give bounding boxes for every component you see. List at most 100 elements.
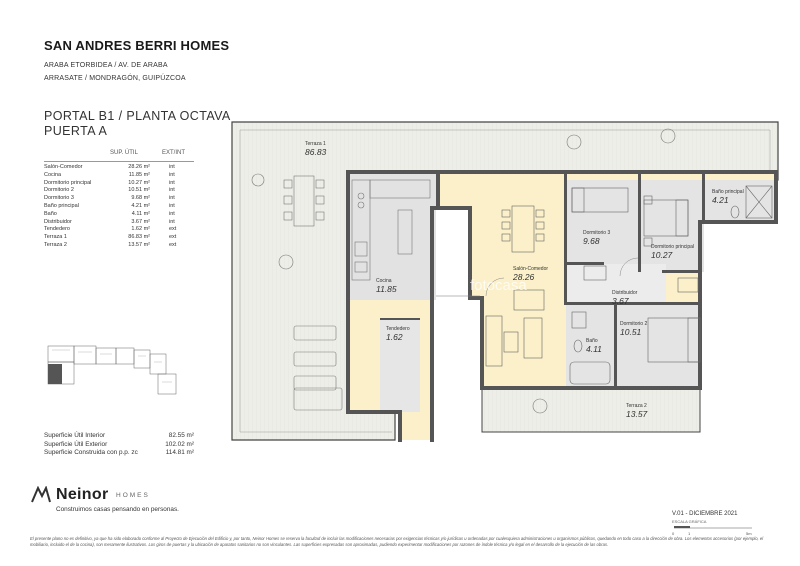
room-area-label: 3.67: [612, 296, 629, 306]
areas-table: SUP. ÚTIL EXT/INT Salón-Comedor 28.26 m² i…: [44, 150, 194, 250]
table-cell-name: Dormitorio principal: [44, 179, 92, 186]
room-name-label: Dormitorio principal: [651, 244, 694, 250]
table-cell-name: Cocina: [44, 171, 62, 178]
room-area-label: 11.85: [376, 284, 397, 294]
summary-label: Superficie Útil Interior: [44, 432, 106, 439]
table-cell-name: Dormitorio 3: [44, 195, 74, 202]
table-cell-area: 10.51 m²: [128, 187, 150, 194]
col-area-header: SUP. ÚTIL: [110, 150, 138, 156]
table-cell-name: Terraza 1: [44, 234, 67, 241]
scale-tick-1: 1: [688, 531, 691, 536]
dormitorio-principal-floor: [640, 180, 704, 272]
room-area-label: 10.27: [651, 250, 673, 260]
room-area-label: 28.26: [512, 272, 535, 282]
bedroom-furniture: [571, 187, 701, 363]
dormitorio-3-floor: [566, 180, 638, 264]
door-title: PUERTA A: [44, 124, 108, 138]
address-line-1: ARABA ETORBIDEA / AV. DE ARABA: [44, 62, 168, 69]
table-cell-type: int: [169, 179, 175, 186]
dormitorio-2-floor: [616, 304, 700, 388]
summary-row: Superficie Útil Exterior 102.02 m²: [44, 441, 194, 450]
room-area-label: 4.11: [586, 344, 602, 354]
table-cell-area: 28.26 m²: [128, 164, 150, 170]
neinor-logo-icon: [31, 486, 51, 503]
scale-tick-5: 5m: [746, 531, 752, 536]
terrace-2: [481, 387, 701, 433]
table-cell-area: 3.67 m²: [131, 218, 150, 225]
scale-bar: 0 1 5m: [672, 526, 752, 536]
room-area-label: 9.68: [583, 236, 600, 246]
tagline: Construimos casas pensando en personas.: [56, 506, 179, 513]
room-name-label: Salón-Comedor: [513, 266, 548, 272]
table-cell-area: 4.21 m²: [131, 202, 150, 209]
table-cell-type: int: [169, 218, 175, 225]
room-name-label: Cocina: [376, 278, 392, 284]
summary-label: Superficie Útil Exterior: [44, 440, 108, 448]
table-row: Terraza 1 86.83 m² ext: [44, 234, 194, 242]
bathroom-fixtures: [569, 185, 773, 385]
brand-suffix: HOMES: [116, 492, 150, 499]
room-area-label: 10.51: [620, 327, 642, 337]
table-cell-name: Baño: [44, 210, 57, 217]
room-name-label: Dormitorio 2: [620, 321, 647, 327]
table-cell-area: 13.57 m²: [128, 241, 150, 248]
address-line-2: ARRASATE / MONDRAGÓN, GUIPÚZCOA: [44, 75, 186, 82]
table-cell-name: Terraza 2: [44, 241, 67, 248]
key-plan-thumbnail: [47, 345, 177, 395]
table-cell-type: int: [169, 202, 175, 209]
room-area-label: 1.62: [386, 332, 403, 342]
room-area-label: 13.57: [626, 409, 648, 419]
room-name-label: Dormitorio 3: [583, 230, 610, 236]
walls: [346, 170, 778, 442]
table-cell-type: ext: [169, 241, 177, 248]
table-cell-type: int: [169, 171, 175, 178]
room-name-label: Terraza 2: [626, 403, 647, 409]
table-cell-area: 10.27 m²: [128, 179, 150, 186]
summary-value: 82.55 m²: [168, 432, 194, 439]
room-name-label: Distribuidor: [612, 290, 638, 296]
table-cell-type: int: [169, 164, 175, 170]
terrace-railing: [240, 129, 771, 175]
distribuidor-floor: [566, 264, 666, 304]
salon-furniture: [485, 205, 545, 367]
table-header: SUP. ÚTIL EXT/INT: [44, 150, 194, 160]
table-cell-type: int: [169, 210, 175, 217]
room-name-label: Tendedero: [386, 326, 410, 332]
room-name-label: Baño principal: [712, 189, 744, 195]
terrace-railing-left: [239, 130, 392, 433]
table-cell-area: 1.62 m²: [131, 226, 150, 233]
table-row: Terraza 2 13.57 m² ext: [44, 242, 194, 250]
key-plan-highlight: [48, 364, 62, 384]
watermark: fotocasa: [470, 277, 527, 294]
table-rule: [44, 161, 194, 162]
table-cell-name: Baño principal: [44, 202, 79, 209]
kitchen-counters: [351, 179, 431, 281]
table-cell-name: Dormitorio 2: [44, 187, 74, 194]
table-row: Salón-Comedor 28.26 m² int: [44, 164, 194, 172]
summary-label: Superficie Construida con p.p. zc: [44, 449, 138, 456]
room-name-label: Baño: [586, 338, 598, 344]
table-cell-name: Salón-Comedor: [44, 164, 83, 170]
col-type-header: EXT/INT: [162, 150, 186, 156]
summary-row: Superficie Construida con p.p. zc 114.81 …: [44, 449, 194, 458]
room-area-label: 4.21: [712, 195, 729, 205]
brand-name: Neinor: [56, 486, 109, 503]
summary-value: 114.81 m²: [165, 449, 194, 456]
project-title: SAN ANDRES BERRI HOMES: [44, 38, 230, 53]
kitchen-floor: [348, 172, 436, 300]
summary-row: Superficie Útil Interior 82.55 m²: [44, 432, 194, 441]
legal-disclaimer: El presente plano no es definitivo, ya q…: [30, 536, 764, 547]
bano-principal-floor: [704, 180, 776, 222]
table-cell-area: 86.83 m²: [128, 234, 150, 241]
terrace-1-furniture: [251, 128, 676, 414]
portal-title: PORTAL B1 / PLANTA OCTAVA: [44, 109, 231, 123]
summary-value: 102.02 m²: [165, 440, 194, 448]
table-cell-type: int: [169, 195, 175, 202]
table-cell-type: ext: [169, 234, 177, 241]
